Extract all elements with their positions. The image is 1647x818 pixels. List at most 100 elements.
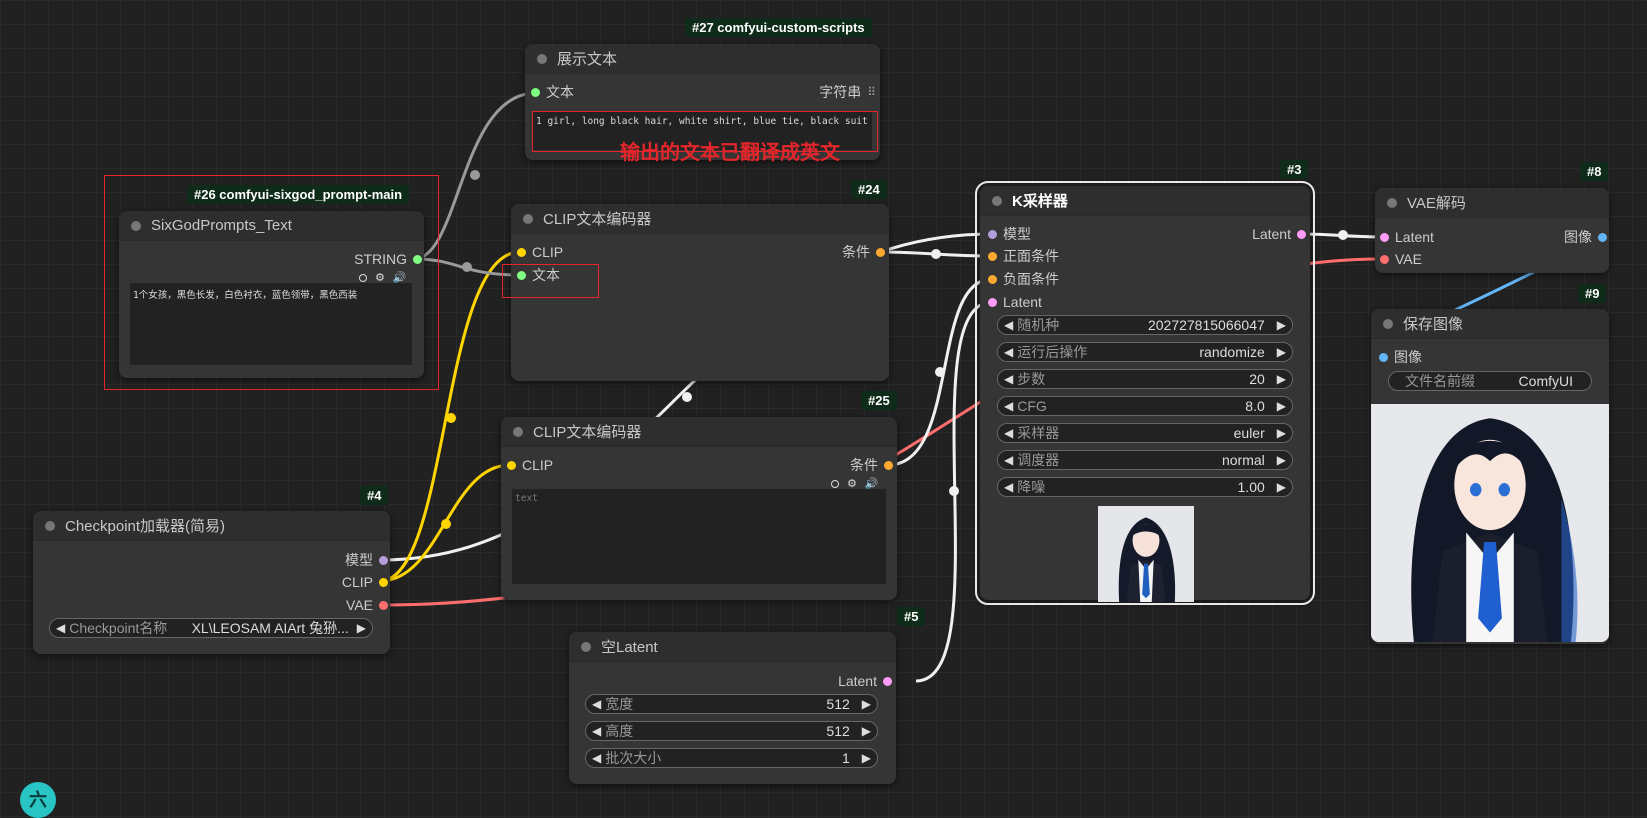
arrow-right-icon[interactable]: ▶ (1276, 426, 1286, 440)
arrow-left-icon[interactable]: ◀ (592, 724, 602, 738)
node-header[interactable]: CLIP文本编码器 (501, 417, 897, 447)
shown-text-area[interactable]: 1 girl, long black hair, white shirt, bl… (533, 112, 872, 150)
input-slot-text[interactable]: 文本 (531, 82, 574, 102)
prompt-text-area[interactable]: 1个女孩，黑色长发，白色衬衣，蓝色领带，黑色西装 (130, 283, 412, 365)
arrow-left-icon[interactable]: ◀ (592, 751, 602, 765)
node-sixgod-prompts[interactable]: SixGodPrompts_Text STRING ⚙ 🔊 1个女孩，黑色长发，… (119, 211, 424, 378)
output-slot-latent[interactable]: Latent (1252, 224, 1306, 244)
slot-dot-icon (531, 87, 540, 97)
output-slot-string[interactable]: STRING (354, 249, 422, 269)
collapse-dot-icon[interactable] (513, 426, 523, 437)
arrow-right-icon[interactable]: ▶ (1276, 318, 1286, 332)
output-slot-model[interactable]: 模型 (345, 550, 388, 570)
arrow-right-icon[interactable]: ▶ (1276, 345, 1286, 359)
arrow-right-icon[interactable]: ▶ (861, 751, 871, 765)
collapse-dot-icon[interactable] (537, 53, 547, 64)
output-slot-string[interactable]: 字符串⠿ (819, 82, 876, 102)
output-slot-image[interactable]: 图像 (1564, 227, 1607, 247)
widget-label: 运行后操作 (1017, 344, 1088, 360)
node-header[interactable]: CLIP文本编码器 (511, 204, 889, 234)
arrow-right-icon[interactable]: ▶ (861, 697, 871, 711)
collapse-dot-icon[interactable] (1383, 318, 1393, 329)
widget-value: normal (1221, 452, 1265, 468)
node-header[interactable]: SixGodPrompts_Text (119, 211, 424, 241)
circle-icon[interactable] (359, 273, 367, 282)
output-slot-clip[interactable]: CLIP (342, 572, 388, 592)
node-checkpoint-loader[interactable]: Checkpoint加载器(简易) 模型 CLIP VAE ◀ Checkpoi… (33, 511, 390, 654)
arrow-right-icon[interactable]: ▶ (1276, 453, 1286, 467)
arrow-right-icon[interactable]: ▶ (1276, 372, 1286, 386)
node-save-image[interactable]: 保存图像 图像 文件名前缀 ComfyUI (1371, 309, 1609, 644)
arrow-left-icon[interactable]: ◀ (1004, 372, 1014, 386)
arrow-left-icon[interactable]: ◀ (592, 697, 602, 711)
arrow-right-icon[interactable]: ▶ (1276, 399, 1286, 413)
widget-value: ComfyUI (1518, 373, 1573, 389)
input-slot-latent[interactable]: Latent (988, 292, 1042, 312)
widget-value: XL\LEOSAM AIArt 兔狲... (191, 620, 349, 636)
arrow-left-icon[interactable]: ◀ (1004, 426, 1014, 440)
node-header[interactable]: 展示文本 (525, 44, 880, 74)
filename-prefix-field[interactable]: 文件名前缀 ComfyUI (1388, 371, 1592, 391)
prompt-text-area[interactable]: text (512, 489, 886, 584)
arrow-right-icon[interactable]: ▶ (1276, 480, 1286, 494)
node-header[interactable]: VAE解码 (1375, 188, 1609, 218)
circle-icon[interactable] (831, 479, 839, 488)
input-slot-positive[interactable]: 正面条件 (988, 246, 1059, 266)
node-header[interactable]: 空Latent (569, 632, 896, 662)
node-show-text[interactable]: 展示文本 文本 字符串⠿ 1 girl, long black hair, wh… (525, 44, 880, 160)
widget-value: 202727815066047 (1147, 317, 1265, 333)
input-slot-latent[interactable]: Latent (1380, 227, 1434, 247)
collapse-dot-icon[interactable] (131, 220, 141, 231)
collapse-dot-icon[interactable] (45, 520, 55, 531)
output-slot-conditioning[interactable]: 条件 (850, 455, 893, 475)
arrow-left-icon[interactable]: ◀ (1004, 345, 1014, 359)
output-slot-vae[interactable]: VAE (346, 595, 388, 615)
gear-icon[interactable]: ⚙ (847, 478, 857, 490)
arrow-left-icon[interactable]: ◀ (56, 621, 66, 635)
arrow-left-icon[interactable]: ◀ (1004, 480, 1014, 494)
arrow-left-icon[interactable]: ◀ (1004, 453, 1014, 467)
arrow-left-icon[interactable]: ◀ (1004, 399, 1014, 413)
arrow-left-icon[interactable]: ◀ (1004, 318, 1014, 332)
gear-icon[interactable]: ⚙ (375, 272, 385, 284)
node-header[interactable]: Checkpoint加载器(简易) (33, 511, 390, 541)
input-slot-vae[interactable]: VAE (1380, 249, 1422, 269)
node-title: VAE解码 (1407, 195, 1466, 212)
arrow-right-icon[interactable]: ▶ (861, 724, 871, 738)
node-clip-encode-25[interactable]: CLIP文本编码器 CLIP 条件 ⚙ 🔊 text (501, 417, 897, 600)
toolbar-icons: ⚙ 🔊 (359, 271, 407, 284)
input-slot-model[interactable]: 模型 (988, 224, 1031, 244)
node-header[interactable]: K采样器 (980, 186, 1310, 216)
output-slot-latent[interactable]: Latent (838, 671, 892, 691)
speaker-icon[interactable]: 🔊 (392, 272, 407, 284)
output-slot-conditioning[interactable]: 条件 (842, 242, 885, 262)
input-slot-clip[interactable]: CLIP (517, 242, 563, 262)
input-slot-image[interactable]: 图像 (1379, 347, 1422, 367)
collapse-dot-icon[interactable] (1387, 197, 1397, 208)
input-slot-text[interactable]: 文本 (517, 265, 560, 285)
checkpoint-name-combo[interactable]: ◀ Checkpoint名称 XL\LEOSAM AIArt 兔狲... ▶ (49, 618, 373, 638)
arrow-right-icon[interactable]: ▶ (356, 621, 366, 635)
collapse-dot-icon[interactable] (992, 195, 1002, 206)
input-slot-negative[interactable]: 负面条件 (988, 269, 1059, 289)
collapse-dot-icon[interactable] (523, 213, 533, 224)
node-header[interactable]: 保存图像 (1371, 309, 1609, 339)
node-clip-encode-24[interactable]: CLIP文本编码器 CLIP 文本 条件 (511, 204, 889, 381)
collapse-dot-icon[interactable] (581, 641, 591, 652)
node-vae-decode[interactable]: VAE解码 Latent VAE 图像 (1375, 188, 1609, 273)
input-slot-clip[interactable]: CLIP (507, 455, 553, 475)
sixgod-float-button[interactable]: 六 (20, 782, 56, 818)
speaker-icon[interactable]: 🔊 (864, 478, 879, 490)
